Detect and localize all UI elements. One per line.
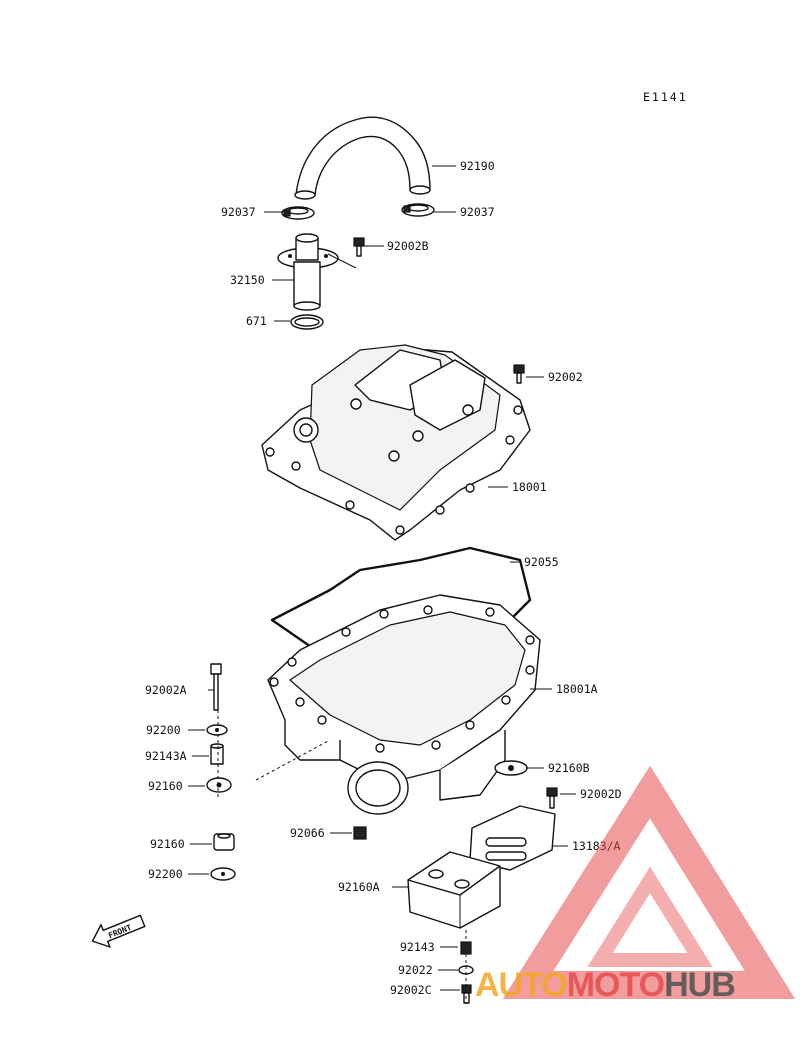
part-labels: 92190 92037 92037 92002B 32150 671 92002… — [145, 159, 622, 997]
bolt-92002a — [210, 663, 222, 711]
diagram-code: E1141 — [643, 90, 688, 104]
label-18001a: 18001A — [556, 682, 598, 696]
label-671: 671 — [246, 314, 267, 328]
bolt-92002 — [513, 364, 525, 384]
front-arrow: FRONT — [91, 914, 146, 948]
label-92200-a: 92200 — [146, 723, 181, 737]
damper-92160-a — [206, 777, 232, 793]
washer-92200-b — [210, 867, 236, 881]
hose-clamp-right — [401, 203, 435, 217]
label-92022: 92022 — [398, 963, 433, 977]
label-92190: 92190 — [460, 159, 495, 173]
label-92066: 92066 — [290, 826, 325, 840]
oil-pan — [267, 594, 541, 815]
leader-lines — [188, 165, 576, 1004]
label-92002d: 92002D — [580, 787, 622, 801]
watermark-triangle-icon — [502, 765, 796, 999]
label-18001: 18001 — [512, 480, 547, 494]
hose-clamp-left — [281, 206, 315, 220]
watermark-part3: HUB — [664, 966, 735, 1004]
label-92160a: 92160A — [338, 880, 380, 894]
watermark-part2: MOTO — [567, 966, 665, 1004]
bolt-92002b — [353, 237, 365, 257]
label-92002b: 92002B — [387, 239, 429, 253]
bolt-92002c — [461, 984, 472, 1004]
label-92002: 92002 — [548, 370, 583, 384]
damper-92160b — [494, 760, 528, 776]
label-92160-b: 92160 — [150, 837, 185, 851]
drain-plug — [353, 826, 367, 840]
svg-text:AUTOMOTOHUB: AUTOMOTOHUB — [475, 966, 735, 1004]
label-92160-a: 92160 — [148, 779, 183, 793]
bracket — [469, 805, 556, 871]
head-cover — [261, 344, 531, 541]
collar-92143a — [210, 743, 224, 765]
damper-92160-b — [213, 833, 235, 851]
label-92160b: 92160B — [548, 761, 590, 775]
o-ring — [290, 314, 324, 330]
washer-92200-a — [206, 724, 228, 736]
label-92037-left: 92037 — [221, 205, 256, 219]
label-92143a: 92143A — [145, 749, 187, 763]
label-92037-right: 92037 — [460, 205, 495, 219]
bolt-92002d — [546, 787, 558, 809]
watermark-part1: AUTO — [475, 966, 567, 1004]
watermark: AUTOMOTOHUB — [475, 765, 796, 1004]
breather-pipe — [277, 233, 339, 311]
damper-block — [407, 851, 501, 929]
label-92055: 92055 — [524, 555, 559, 569]
breather-hose — [294, 116, 431, 200]
label-92002a: 92002A — [145, 683, 187, 697]
label-32150: 32150 — [230, 273, 265, 287]
label-92143: 92143 — [400, 940, 435, 954]
label-92002c: 92002C — [390, 983, 432, 997]
label-92200-b: 92200 — [148, 867, 183, 881]
